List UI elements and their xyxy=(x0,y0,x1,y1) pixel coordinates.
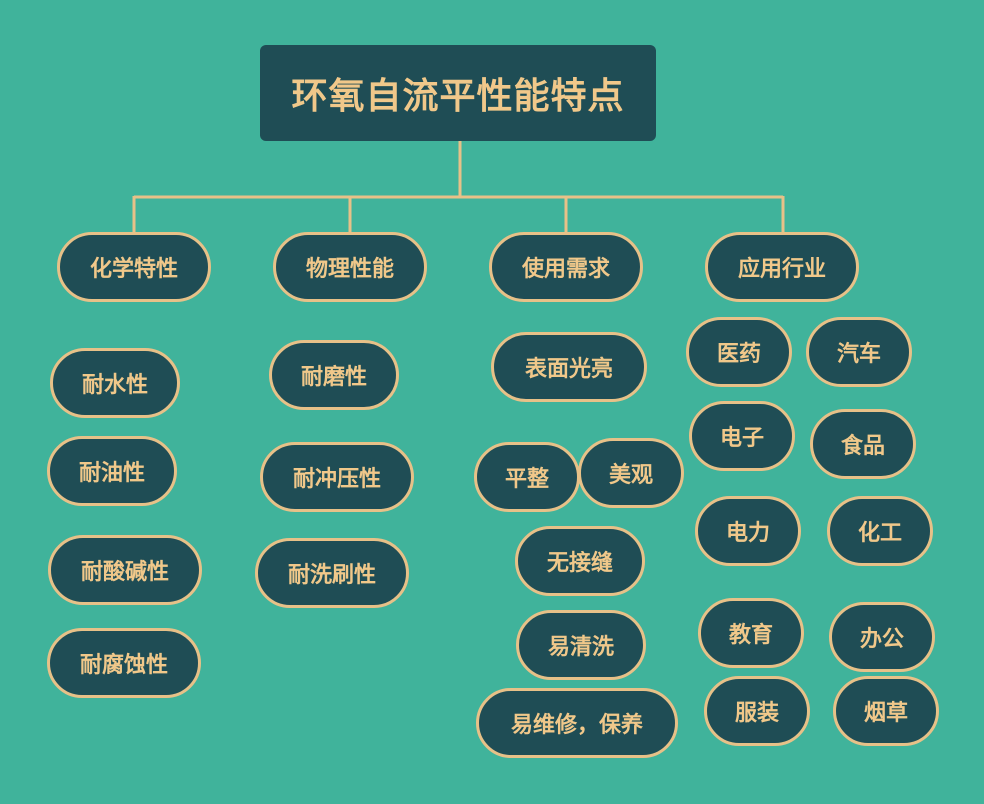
item-wear-resistance: 耐磨性 xyxy=(269,340,399,410)
category-usage: 使用需求 xyxy=(489,232,643,302)
item-office: 办公 xyxy=(829,602,935,672)
item-flat: 平整 xyxy=(474,442,580,512)
item-corrosion-resistance: 耐腐蚀性 xyxy=(47,628,201,698)
item-easy-maintenance: 易维修，保养 xyxy=(476,688,678,758)
item-impact-resistance: 耐冲压性 xyxy=(260,442,414,512)
item-scrub-resistance: 耐洗刷性 xyxy=(255,538,409,608)
item-easy-clean: 易清洗 xyxy=(516,610,646,680)
item-food: 食品 xyxy=(810,409,916,479)
item-tobacco: 烟草 xyxy=(833,676,939,746)
category-industry: 应用行业 xyxy=(705,232,859,302)
item-clothing: 服装 xyxy=(704,676,810,746)
item-education: 教育 xyxy=(698,598,804,668)
item-glossy-surface: 表面光亮 xyxy=(491,332,647,402)
item-electronics: 电子 xyxy=(689,401,795,471)
item-chemical-industry: 化工 xyxy=(827,496,933,566)
item-automotive: 汽车 xyxy=(806,317,912,387)
item-beautiful: 美观 xyxy=(578,438,684,508)
category-chemical: 化学特性 xyxy=(57,232,211,302)
item-water-resistance: 耐水性 xyxy=(50,348,180,418)
item-oil-resistance: 耐油性 xyxy=(47,436,177,506)
item-medicine: 医药 xyxy=(686,317,792,387)
category-physical: 物理性能 xyxy=(273,232,427,302)
item-power: 电力 xyxy=(695,496,801,566)
item-seamless: 无接缝 xyxy=(515,526,645,596)
diagram-title: 环氧自流平性能特点 xyxy=(260,45,656,141)
item-acid-alkali-resistance: 耐酸碱性 xyxy=(48,535,202,605)
